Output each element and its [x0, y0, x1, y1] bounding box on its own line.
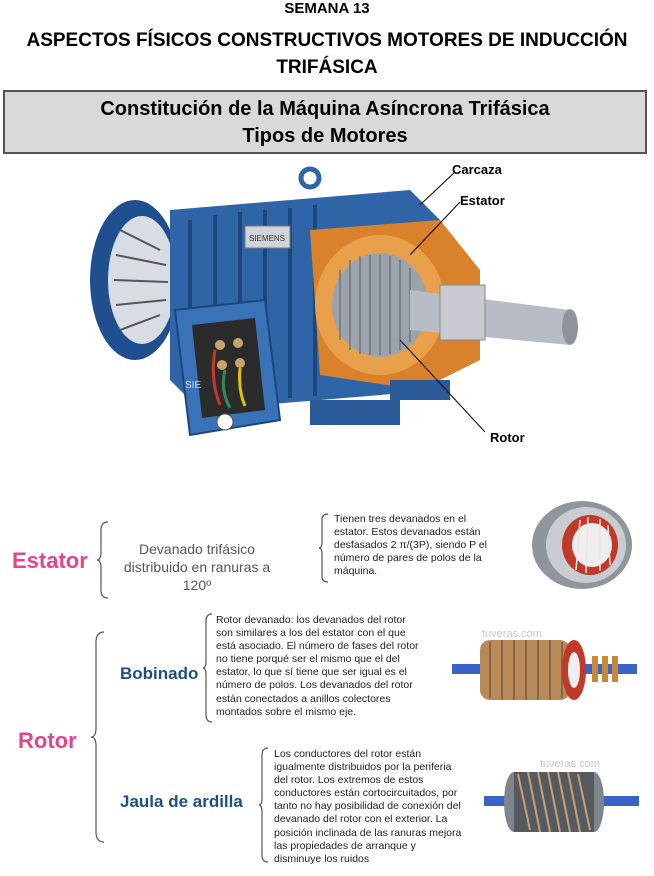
label-rotor: Rotor	[490, 430, 525, 445]
rotor-heading: Rotor	[18, 728, 77, 753]
document-title: ASPECTOS FÍSICOS CONSTRUCTIVOS MOTORES D…	[0, 27, 654, 81]
banner-line-2: Tipos de Motores	[242, 125, 408, 147]
label-estator: Estator	[460, 193, 505, 208]
svg-text:SIE: SIE	[185, 380, 201, 391]
bobinado-watermark: tuveras.com	[482, 628, 542, 640]
estator-heading: Estator	[12, 548, 88, 573]
section-banner: Constitución de la Máquina Asíncrona Tri…	[3, 90, 647, 154]
jaula-brace	[258, 747, 269, 863]
stator-image	[532, 501, 632, 589]
week-label: SEMANA 13	[284, 0, 370, 17]
estator-description: Tienen tres devanados en el estator. Est…	[334, 513, 487, 578]
title-line-1: ASPECTOS FÍSICOS CONSTRUCTIVOS MOTORES D…	[26, 30, 628, 51]
motor-cutaway-illustration: SIEMENS SIE	[80, 160, 600, 490]
estator-summary: Devanado trifásico distribuido en ranura…	[112, 540, 282, 594]
bobinado-brace	[202, 613, 213, 723]
jaula-heading: Jaula de ardilla	[120, 792, 243, 811]
jaula-watermark: tuveras.com	[540, 758, 600, 770]
squirrel-cage-rotor-image	[484, 771, 639, 833]
label-carcaza: Carcaza	[452, 162, 502, 177]
estator-brace	[96, 521, 109, 599]
rotor-brace	[90, 631, 105, 843]
banner-line-1: Constitución de la Máquina Asíncrona Tri…	[100, 98, 550, 120]
estator-summary-line-1: Devanado trifásico	[139, 541, 255, 557]
estator-summary-line-2: distribuido en ranuras a 120º	[123, 559, 271, 593]
title-line-2: TRIFÁSICA	[276, 57, 378, 78]
jaula-description: Los conductores del rotor están igualmen…	[274, 748, 462, 865]
motor-drawing: SIEMENS SIE	[90, 166, 578, 437]
bobinado-heading: Bobinado	[120, 664, 199, 683]
estator-detail-brace	[318, 513, 329, 583]
bobinado-description: Rotor devanado: los devanados del rotor …	[216, 614, 419, 718]
wound-rotor-image	[452, 640, 637, 700]
svg-text:SIEMENS: SIEMENS	[249, 234, 285, 243]
